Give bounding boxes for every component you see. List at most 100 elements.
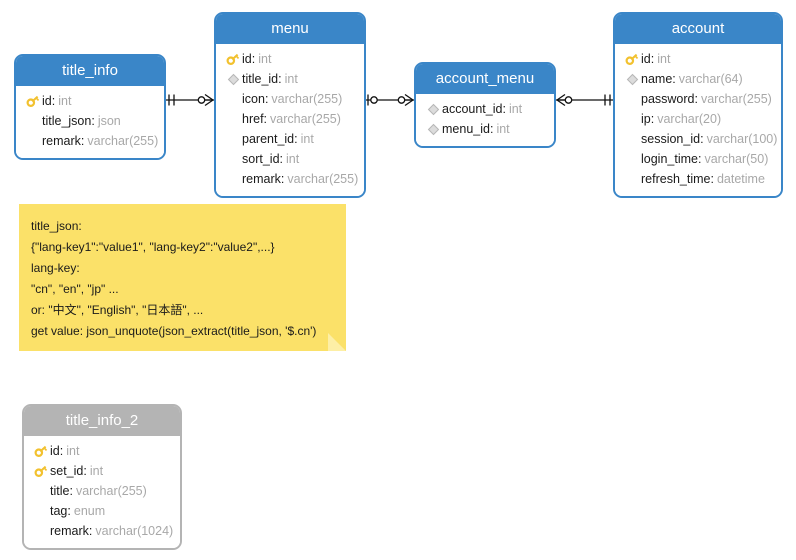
field-row[interactable]: session_id:varchar(100) [615, 129, 781, 149]
field-separator: : [69, 484, 73, 498]
field-separator: : [80, 134, 85, 148]
no-key-icon [224, 90, 242, 108]
field-name: refresh_time [641, 172, 711, 186]
field-type: varchar(64) [678, 72, 743, 86]
field-row[interactable]: remark:varchar(255) [216, 169, 364, 189]
field-row[interactable]: id:int [24, 441, 180, 461]
field-type: varchar(255) [270, 112, 341, 126]
field-separator: : [700, 132, 704, 146]
field-row[interactable]: remark:varchar(1024) [24, 521, 180, 541]
field-type: json [97, 114, 121, 128]
field-name: session_id [641, 132, 701, 146]
field-name: parent_id [242, 132, 295, 146]
relationship-rel-menu-account_menu[interactable] [366, 90, 414, 110]
field-row[interactable]: account_id:int [416, 99, 554, 119]
field-row[interactable]: remark:varchar(255) [16, 131, 164, 151]
note-line: title_json: [31, 219, 82, 233]
sticky-note-title-json[interactable]: title_json: {"lang-key1":"value1", "lang-… [19, 204, 346, 351]
note-line: {"lang-key1":"value1", "lang-key2":"valu… [31, 240, 275, 254]
field-row[interactable]: href:varchar(255) [216, 109, 364, 129]
field-row[interactable]: parent_id:int [216, 129, 364, 149]
note-line: get value: json_unquote(json_extract(tit… [31, 324, 317, 338]
note-line: "cn", "en", "jp" ... [31, 282, 119, 296]
field-separator: : [502, 102, 506, 116]
no-key-icon [32, 522, 50, 540]
field-separator: : [83, 464, 87, 478]
field-separator: : [280, 172, 285, 186]
field-name: password [641, 92, 695, 106]
field-row[interactable]: id:int [615, 49, 781, 69]
no-key-icon [623, 130, 641, 148]
field-row[interactable]: icon:varchar(255) [216, 89, 364, 109]
field-row[interactable]: password:varchar(255) [615, 89, 781, 109]
no-key-icon [623, 170, 641, 188]
relationship-rel-account_menu-account[interactable] [556, 90, 613, 110]
field-name: set_id [50, 464, 84, 478]
field-type: int [508, 102, 523, 116]
field-separator: : [251, 52, 256, 66]
field-type: int [300, 132, 314, 146]
field-separator: : [694, 92, 698, 106]
primary-key-icon [24, 92, 42, 110]
no-key-icon [32, 482, 50, 500]
no-key-icon [623, 90, 641, 108]
field-row[interactable]: refresh_time:datetime [615, 169, 781, 189]
field-separator: : [88, 524, 93, 538]
field-separator: : [650, 112, 655, 126]
field-row[interactable]: name:varchar(64) [615, 69, 781, 89]
field-name: menu_id [442, 122, 490, 136]
field-row[interactable]: set_id:int [24, 461, 180, 481]
field-type: varchar(255) [271, 92, 343, 106]
field-separator: : [91, 114, 95, 128]
field-row[interactable]: sort_id:int [216, 149, 364, 169]
field-name: sort_id [242, 152, 280, 166]
field-name: login_time [641, 152, 698, 166]
field-name: icon [242, 92, 265, 106]
field-name: href [242, 112, 264, 126]
field-separator: : [279, 152, 284, 166]
entity-title-menu: menu [216, 14, 364, 44]
field-type: int [286, 152, 300, 166]
no-key-icon [224, 170, 242, 188]
foreign-key-icon [623, 70, 641, 88]
field-name: id [641, 52, 651, 66]
foreign-key-icon [424, 100, 442, 118]
field-row[interactable]: id:int [16, 91, 164, 111]
field-row[interactable]: menu_id:int [416, 119, 554, 139]
field-row[interactable]: title:varchar(255) [24, 481, 180, 501]
field-name: title_json [42, 114, 92, 128]
field-type: varchar(255) [75, 484, 147, 498]
field-type: varchar(255) [700, 92, 772, 106]
field-row[interactable]: login_time:varchar(50) [615, 149, 781, 169]
field-type: varchar(20) [657, 112, 722, 126]
field-row[interactable]: tag:enum [24, 501, 180, 521]
field-name: ip [641, 112, 651, 126]
field-type: enum [73, 504, 106, 518]
note-line: or: "中文", "English", "日本語", ... [31, 303, 204, 317]
field-name: remark [42, 134, 81, 148]
field-separator: : [489, 122, 494, 136]
field-row[interactable]: title_json:json [16, 111, 164, 131]
field-type: int [258, 52, 272, 66]
field-row[interactable]: id:int [216, 49, 364, 69]
field-separator: : [59, 444, 64, 458]
field-row[interactable]: ip:varchar(20) [615, 109, 781, 129]
relationship-rel-title_info-menu[interactable] [166, 90, 214, 110]
no-key-icon [224, 130, 242, 148]
field-type: varchar(255) [287, 172, 359, 186]
no-key-icon [623, 110, 641, 128]
field-row[interactable]: title_id:int [216, 69, 364, 89]
entity-title-title_info: title_info [16, 56, 164, 86]
field-name: tag [50, 504, 68, 518]
